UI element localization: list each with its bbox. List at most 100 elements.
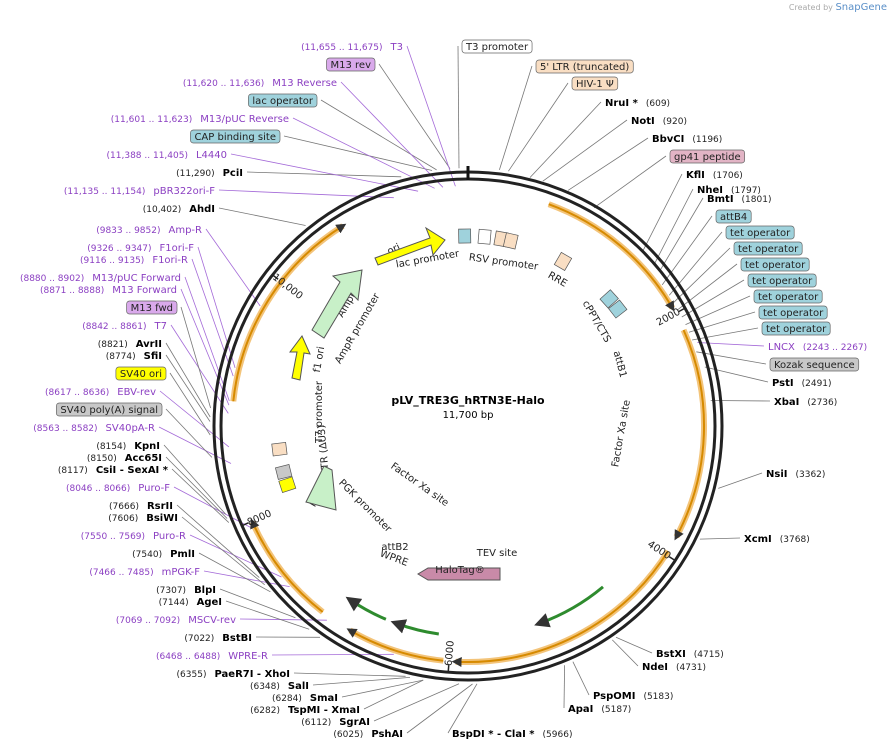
label-xcmi[interactable]: XcmI(3768)	[744, 534, 810, 545]
label-apai[interactable]: ApaI(5187)	[568, 704, 631, 715]
leader-line	[165, 354, 211, 422]
label-bsiwi[interactable]: BsiWI(7606)	[108, 513, 178, 524]
leader-line	[642, 173, 683, 252]
label-t3[interactable]: T3(11,655 .. 11,675)	[301, 42, 403, 53]
label-bstxi[interactable]: BstXI(4715)	[656, 649, 724, 660]
cds-arc	[534, 585, 604, 628]
leader-lines	[158, 45, 771, 734]
label-pcii[interactable]: PciI(11,290)	[176, 168, 243, 179]
label-tspmi-xmai[interactable]: TspMI - XmaI(6282)	[250, 705, 360, 716]
label-tet-operator[interactable]: tet operator	[761, 321, 831, 336]
label-puro-f[interactable]: Puro-F(8046 .. 8066)	[66, 483, 170, 494]
enzyme-position: (5183)	[643, 692, 673, 702]
label-m13-puc-forward[interactable]: M13/pUC Forward(8880 .. 8902)	[20, 273, 181, 284]
label-lac-operator[interactable]: lac operator	[248, 93, 318, 108]
label-xbai[interactable]: XbaI(2736)	[774, 397, 837, 408]
label-5-ltr-truncated[interactable]: 5' LTR (truncated)	[535, 59, 634, 74]
label-l4440[interactable]: L4440(11,388 .. 11,405)	[107, 150, 227, 161]
leader-line	[681, 279, 745, 318]
label-text: M13 rev	[331, 60, 372, 71]
label-tet-operator[interactable]: tet operator	[758, 305, 828, 320]
enzyme-position: (609)	[646, 99, 670, 109]
label-ebv-rev[interactable]: EBV-rev(8617 .. 8636)	[45, 387, 156, 398]
label-hiv-1[interactable]: HIV-1 Ψ	[571, 76, 619, 91]
label-kpni[interactable]: KpnI(8154)	[96, 441, 160, 452]
label-bstbi[interactable]: BstBI(7022)	[184, 633, 252, 644]
label-box	[733, 241, 803, 256]
label-sv40-ori[interactable]: SV40 ori	[115, 366, 167, 381]
label-agei[interactable]: AgeI(7144)	[159, 597, 222, 608]
label-sv40pa-r[interactable]: SV40pA-R(8563 .. 8582)	[33, 423, 155, 434]
primer-name: L4440	[196, 150, 227, 161]
label-tet-operator[interactable]: tet operator	[753, 289, 823, 304]
label-ndei[interactable]: NdeI(4731)	[642, 662, 706, 673]
leader-line	[176, 504, 260, 578]
label-sv40-poly-a-signal[interactable]: SV40 poly(A) signal	[55, 402, 163, 417]
label-rsrii[interactable]: RsrII(7666)	[109, 501, 173, 512]
label-f1ori-r[interactable]: F1ori-R(9116 .. 9135)	[80, 255, 188, 266]
label-nsii[interactable]: NsiI(3362)	[766, 469, 825, 480]
label-tet-operator[interactable]: tet operator	[740, 257, 810, 272]
feature-pgk-promoter: PGK promoter	[336, 478, 394, 536]
label-avrii[interactable]: AvrII(8821)	[98, 339, 162, 350]
feature-arc-core	[451, 550, 669, 668]
label-box	[669, 149, 746, 164]
label-mscv-rev[interactable]: MSCV-rev(7069 .. 7092)	[116, 615, 236, 626]
label-cap-binding-site[interactable]: CAP binding site	[190, 129, 281, 144]
leader-line	[677, 263, 738, 310]
enzyme-name: ApaI	[568, 704, 593, 715]
primer-position: (7466 .. 7485)	[89, 568, 153, 578]
label-mpgk-f[interactable]: mPGK-F(7466 .. 7485)	[89, 567, 200, 578]
label-sali[interactable]: SalI(6348)	[250, 681, 309, 692]
label-bspdi-clai[interactable]: BspDI * - ClaI *(5966)	[452, 729, 572, 740]
label-csii-sexai[interactable]: CsiI - SexAI *(8117)	[58, 465, 169, 476]
label-ahdi[interactable]: AhdI(10,402)	[143, 204, 215, 215]
leader-line	[508, 82, 569, 172]
label-sfii[interactable]: SfiI(8774)	[106, 351, 162, 362]
label-m13-puc-reverse[interactable]: M13/pUC Reverse(11,601 .. 11,623)	[111, 114, 289, 125]
label-pmli[interactable]: PmlI(7540)	[132, 549, 195, 560]
leader-line	[363, 679, 424, 710]
label-bmti[interactable]: BmtI(1801)	[707, 194, 771, 205]
label-blpi[interactable]: BlpI(7307)	[156, 585, 216, 596]
label-kozak-sequence[interactable]: Kozak sequence	[769, 357, 860, 372]
label-paer7i-xhoi[interactable]: PaeR7I - XhoI(6355)	[177, 669, 290, 680]
label-f1ori-f[interactable]: F1ori-F(9326 .. 9347)	[87, 243, 194, 254]
label-amp-r[interactable]: Amp-R(9833 .. 9852)	[96, 225, 202, 236]
label-m13-fwd[interactable]: M13 fwd	[126, 300, 178, 315]
leader-line	[312, 677, 411, 686]
label-pspomi[interactable]: PspOMI(5183)	[593, 691, 673, 702]
leader-line	[563, 665, 565, 709]
label-t7[interactable]: T7(8842 .. 8861)	[82, 321, 167, 332]
label-wpre-r[interactable]: WPRE-R(6468 .. 6488)	[156, 651, 268, 662]
enzyme-name: RsrII	[147, 501, 173, 512]
feature-arc-core	[346, 628, 444, 662]
label-text: HIV-1 Ψ	[576, 79, 614, 90]
label-puro-r[interactable]: Puro-R(7550 .. 7569)	[81, 531, 186, 542]
label-noti[interactable]: NotI(920)	[631, 116, 687, 127]
label-pshai[interactable]: PshAI(6025)	[333, 729, 403, 740]
label-tet-operator[interactable]: tet operator	[733, 241, 803, 256]
label-gp41-peptide[interactable]: gp41 peptide	[669, 149, 746, 164]
primer-position: (9116 .. 9135)	[80, 256, 144, 266]
label-pbr322ori-f[interactable]: pBR322ori-F(11,135 .. 11,154)	[64, 186, 215, 197]
label-lncx[interactable]: LNCX(2243 .. 2267)	[768, 342, 867, 353]
label-kfli[interactable]: KflI(1706)	[686, 170, 743, 181]
label-tet-operator[interactable]: tet operator	[747, 273, 817, 288]
label-t3-promoter[interactable]: T3 promoter	[461, 39, 533, 54]
enzyme-position: (920)	[663, 117, 687, 127]
label-tet-operator[interactable]: tet operator	[725, 225, 795, 240]
label-nrui[interactable]: NruI *(609)	[605, 98, 670, 109]
enzyme-name: KpnI	[134, 441, 160, 452]
label-smai[interactable]: SmaI(6284)	[272, 693, 338, 704]
label-m13-rev[interactable]: M13 rev	[326, 57, 376, 72]
label-sgrai[interactable]: SgrAI(6112)	[301, 717, 370, 728]
label-acc65i[interactable]: Acc65I(8150)	[87, 453, 162, 464]
label-m13-reverse[interactable]: M13 Reverse(11,620 .. 11,636)	[183, 78, 337, 89]
label-psti[interactable]: PstI(2491)	[772, 378, 832, 389]
label-nhei[interactable]: NheI(1797)	[697, 185, 761, 196]
label-bbvci[interactable]: BbvCI(1196)	[652, 134, 722, 145]
label-m13-forward[interactable]: M13 Forward(8871 .. 8888)	[40, 285, 177, 296]
label-attb4[interactable]: attB4	[715, 209, 752, 224]
